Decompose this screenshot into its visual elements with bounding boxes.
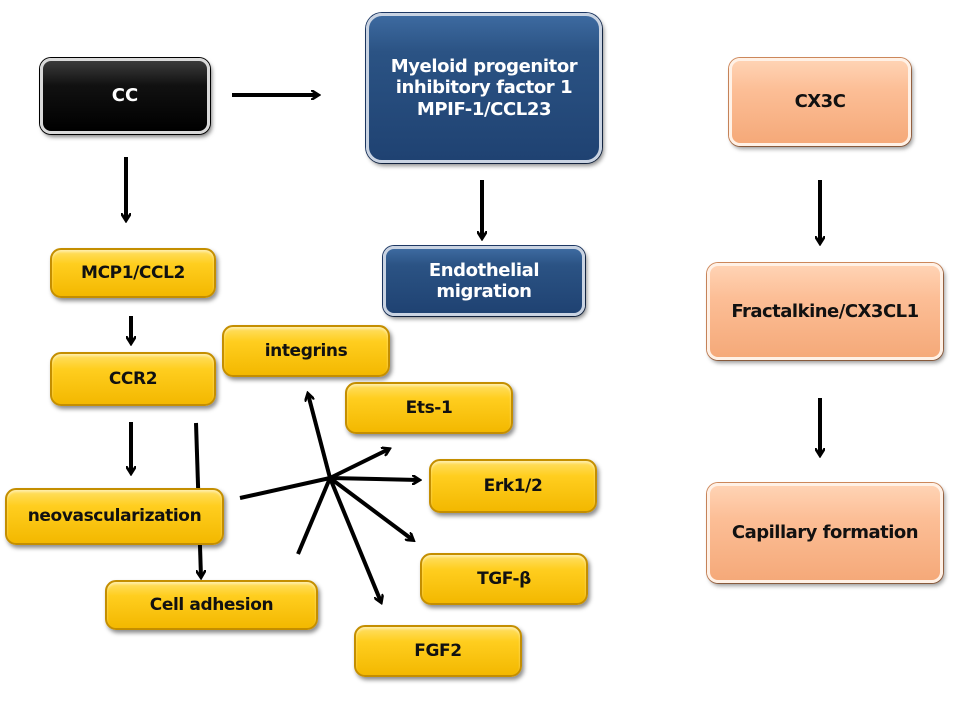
capillary-formation-node: Capillary formation <box>707 483 943 583</box>
fractalkine-label: Fractalkine/CX3CL1 <box>731 300 919 322</box>
endothelial-migration-label: Endothelial migration <box>428 259 540 302</box>
ccr2-node: CCR2 <box>50 352 216 406</box>
mcp1-label: MCP1/CCL2 <box>81 262 185 283</box>
cc-label: CC <box>111 85 139 107</box>
integrins-node: integrins <box>222 325 390 377</box>
neovascularization-node: neovascularization <box>5 488 224 545</box>
erk-node: Erk1/2 <box>429 459 597 513</box>
arrow-hub-to-tgf <box>328 476 413 540</box>
tgf-beta-label: TGF-β <box>477 568 531 589</box>
cc-node: CC <box>40 58 210 134</box>
fractalkine-node: Fractalkine/CX3CL1 <box>707 263 943 360</box>
cell-adhesion-label: Cell adhesion <box>149 594 274 615</box>
mpif-label: Myeloid progenitor inhibitory factor 1 M… <box>390 56 578 120</box>
arrow-hub-to-integrins <box>308 394 332 479</box>
neovascularization-label: neovascularization <box>27 506 202 527</box>
endothelial-migration-node: Endothelial migration <box>383 246 585 316</box>
cx3c-label: CX3C <box>794 91 846 113</box>
tgf-beta-node: TGF-β <box>420 553 588 605</box>
arrow-hub-to-fgf2 <box>328 477 381 602</box>
connector-celladhesion-to-hub <box>296 477 332 555</box>
fgf2-node: FGF2 <box>354 625 522 677</box>
arrow-hub-to-erk <box>329 478 419 480</box>
ets1-label: Ets-1 <box>405 397 453 418</box>
ccr2-label: CCR2 <box>108 368 158 389</box>
mpif-node: Myeloid progenitor inhibitory factor 1 M… <box>366 13 602 163</box>
fgf2-label: FGF2 <box>414 640 462 661</box>
capillary-formation-label: Capillary formation <box>731 522 919 544</box>
cx3c-node: CX3C <box>729 58 911 146</box>
mcp1-node: MCP1/CCL2 <box>50 248 216 298</box>
ets1-node: Ets-1 <box>345 382 513 434</box>
integrins-label: integrins <box>264 340 348 361</box>
cell-adhesion-node: Cell adhesion <box>105 580 318 630</box>
arrow-hub-to-ets1 <box>329 449 389 480</box>
erk-label: Erk1/2 <box>483 475 543 496</box>
connector-neovasc-to-hub <box>239 476 331 500</box>
